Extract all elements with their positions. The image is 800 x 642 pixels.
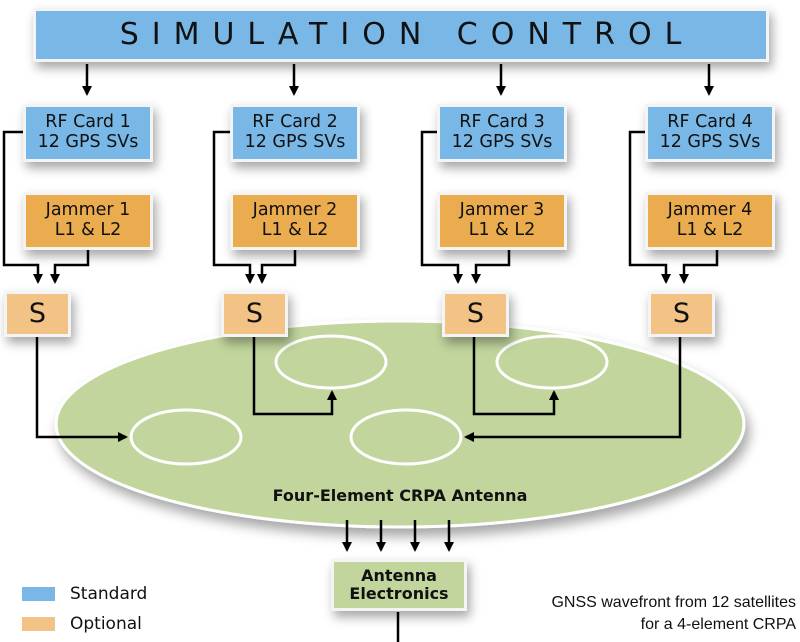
jammer-1: Jammer 1 L1 & L2 [23,192,153,250]
simulation-control-label: SIMULATION CONTROL [119,17,695,53]
rf-card-2-name: RF Card 2 [252,112,338,133]
jammer-4-bands: L1 & L2 [676,220,744,240]
jammer-1-bands: L1 & L2 [54,220,122,240]
jammer-2-bands: L1 & L2 [261,220,329,240]
combiner-4: S [648,291,715,337]
rf-card-3: RF Card 3 12 GPS SVs [437,104,567,162]
wire-jam1-s1 [50,249,90,284]
rf-card-2: RF Card 2 12 GPS SVs [230,104,360,162]
wire-s1-element1 [35,336,128,442]
combiner-2-label: S [245,297,264,329]
rf-card-3-name: RF Card 3 [459,112,545,133]
rf-card-3-svs: 12 GPS SVs [451,132,553,152]
combiner-3-label: S [466,297,485,329]
rf-card-4-svs: 12 GPS SVs [659,132,761,152]
wire-jam2-s2 [257,249,297,284]
rf-card-1: RF Card 1 12 GPS SVs [23,104,153,162]
wire-rf2-s2 [212,130,255,284]
jammer-2-name: Jammer 2 [252,200,338,221]
jammer-1-name: Jammer 1 [45,200,131,221]
wire-s3-element3 [472,336,559,416]
jammer-3-name: Jammer 3 [459,200,545,221]
rf-card-1-name: RF Card 1 [45,112,131,133]
antenna-element-4 [349,408,463,466]
wire-s4-element4 [464,336,682,442]
crpa-antenna-label: Four-Element CRPA Antenna [272,486,528,505]
wire-jam4-s4 [679,249,719,284]
combiner-1: S [4,291,71,337]
antenna-element-2 [274,334,388,390]
legend-label-standard: Standard [70,584,148,604]
combiner-4-label: S [672,297,691,329]
simulation-control-box: SIMULATION CONTROL [33,8,769,62]
caption-line-2: for a 4-element CRPA [640,615,796,633]
combiner-2: S [221,291,288,337]
legend-label-optional: Optional [70,614,142,634]
caption-line-1: GNSS wavefront from 12 satellites [551,594,796,611]
jammer-4-name: Jammer 4 [667,200,753,221]
figure-caption: GNSS wavefront from 12 satellites for a … [551,592,796,635]
jammer-3-bands: L1 & L2 [468,220,536,240]
rf-card-2-svs: 12 GPS SVs [244,132,346,152]
legend-swatch-standard [22,587,55,601]
wire-rf3-s3 [420,130,463,284]
antenna-element-3 [495,334,609,390]
antenna-element-1 [129,408,243,466]
jammer-3: Jammer 3 L1 & L2 [437,192,567,250]
wire-s2-element2 [252,336,337,416]
jammer-2: Jammer 2 L1 & L2 [230,192,360,250]
wire-rf4-s4 [628,130,671,284]
combiner-1-label: S [28,297,47,329]
jammer-4: Jammer 4 L1 & L2 [645,192,775,250]
antenna-electronics-line2: Electronics [349,584,449,603]
antenna-electronics-line1: Antenna [361,566,437,586]
rf-card-4-name: RF Card 4 [667,112,753,133]
antenna-electronics-box: Antenna Electronics [331,559,467,611]
rf-card-4: RF Card 4 12 GPS SVs [645,104,775,162]
combiner-3: S [442,291,509,337]
wire-jam3-s3 [471,249,511,284]
crpa-antenna-body [54,319,746,529]
rf-card-1-svs: 12 GPS SVs [37,132,139,152]
legend-swatch-optional [22,617,55,631]
wire-rf1-s1 [2,130,43,284]
